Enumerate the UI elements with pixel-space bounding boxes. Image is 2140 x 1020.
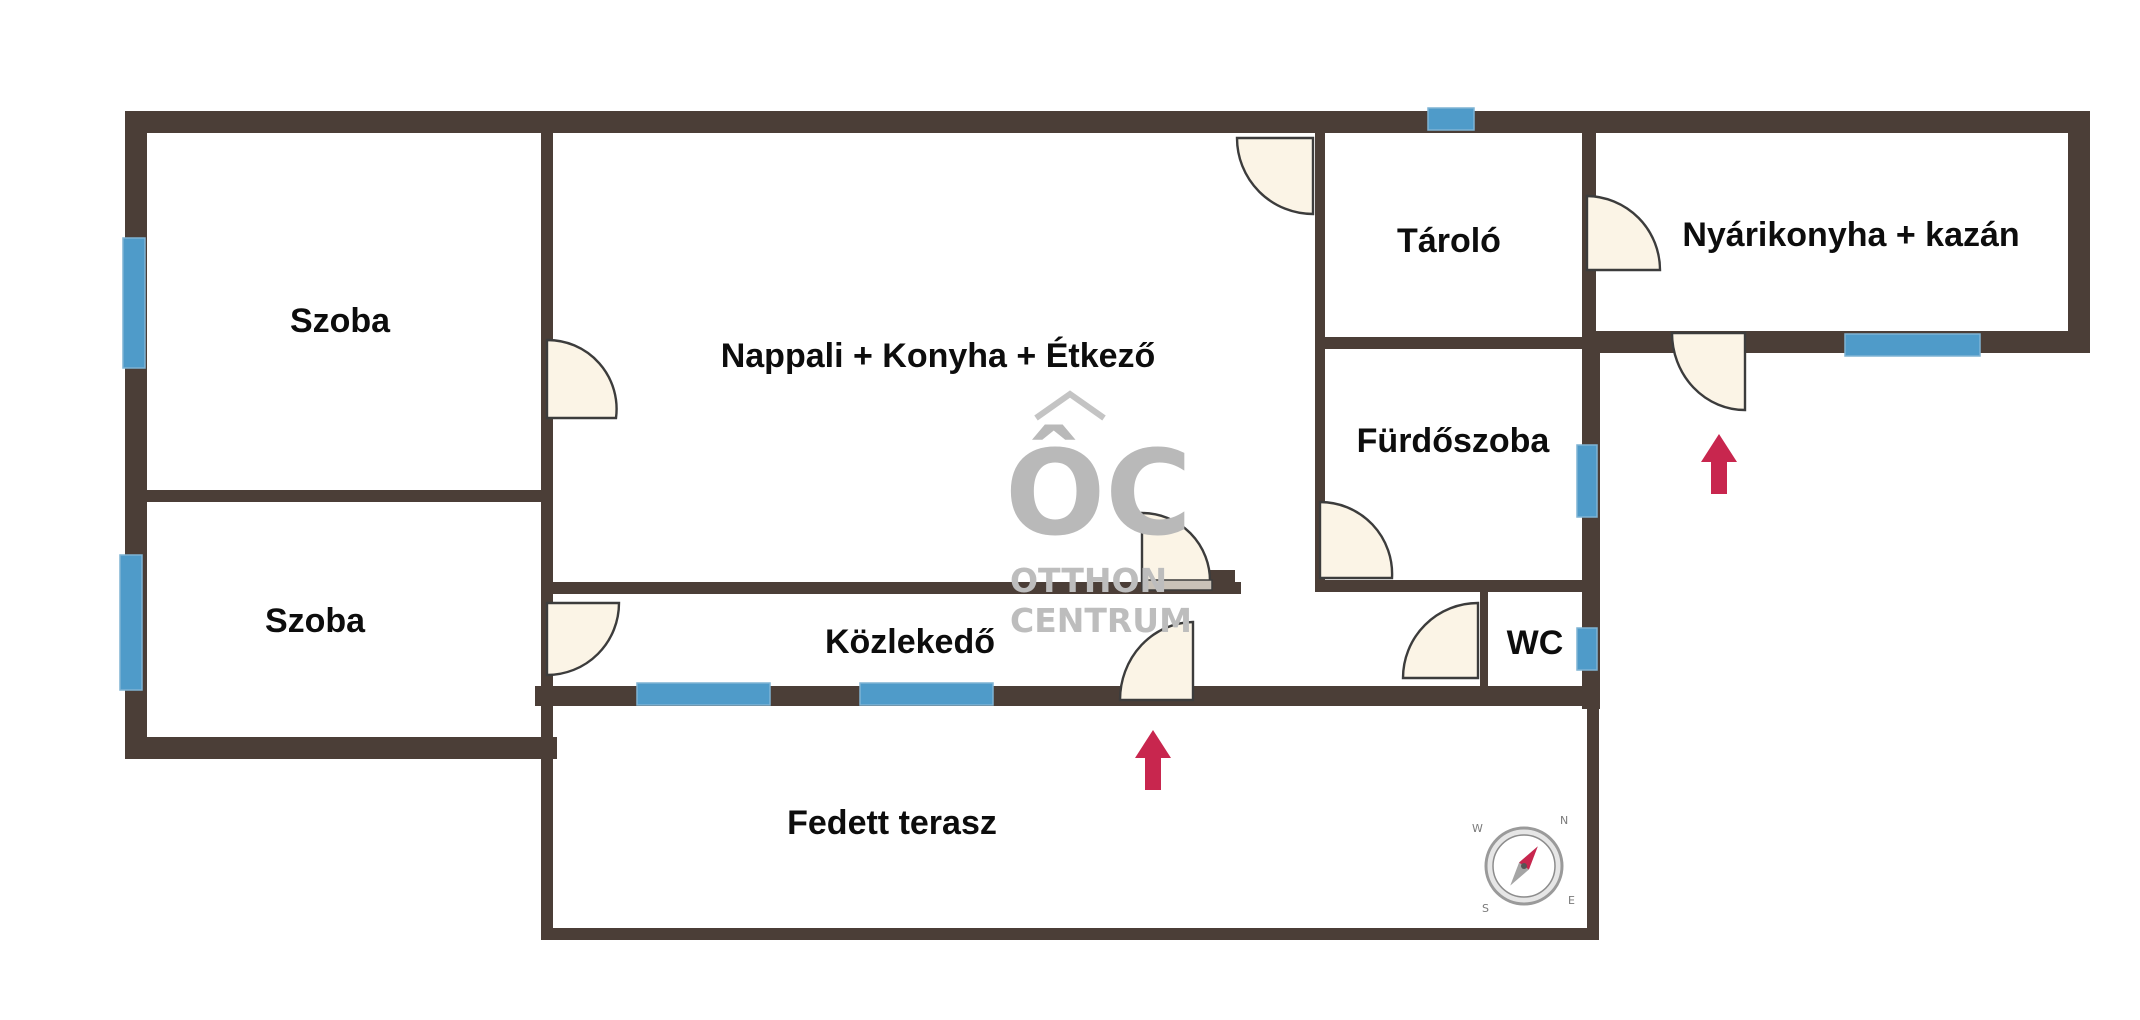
door-furdoszoba <box>1318 500 1394 580</box>
door-nyarikonyha <box>1585 194 1662 272</box>
logo-line1: OTTHON <box>1010 561 1167 600</box>
compass-south: S <box>1482 902 1489 915</box>
walls <box>125 111 2090 940</box>
entrance-arrow-nyarikonyha <box>1701 434 1737 494</box>
compass-east: E <box>1568 894 1575 907</box>
entrance-arrow-terrace <box>1135 730 1171 790</box>
room-label-furdoszoba: Fürdőszoba <box>1357 422 1551 460</box>
door-szoba-1 <box>545 338 618 420</box>
compass-west: W <box>1472 822 1483 835</box>
terrace-floor <box>548 702 1600 940</box>
room-label-wc: WC <box>1507 624 1564 662</box>
door-nappali-tarolo <box>1235 136 1315 216</box>
room-label-szoba-2: Szoba <box>265 602 366 640</box>
watermark-logo: ÔC OTTHON CENTRUM <box>1005 390 1192 640</box>
door-nyarikonyha-exterior <box>1670 331 1747 412</box>
room-label-szoba-1: Szoba <box>290 302 391 340</box>
door-wc <box>1401 601 1480 680</box>
logo-roof-icon <box>1034 390 1106 421</box>
compass-north: N <box>1560 814 1568 827</box>
room-label-terasz: Fedett terasz <box>787 804 997 842</box>
logo-mark: ÔC <box>1005 424 1192 562</box>
room-labels: Szoba Szoba Nappali + Konyha + Étkező Tá… <box>265 216 2020 842</box>
compass-icon: N E S W <box>1472 814 1575 915</box>
room-label-tarolo: Tároló <box>1397 222 1501 260</box>
room-label-kozlekedo: Közlekedő <box>825 623 995 661</box>
room-label-nappali: Nappali + Konyha + Étkező <box>721 337 1156 375</box>
entrance-arrows <box>1135 434 1737 790</box>
logo-line2: CENTRUM <box>1010 601 1192 640</box>
door-entrance <box>1118 620 1195 702</box>
door-szoba-2 <box>545 601 621 677</box>
doors <box>545 136 1747 702</box>
windows <box>119 107 1981 706</box>
room-label-nyarikonyha: Nyárikonyha + kazán <box>1682 216 2019 254</box>
